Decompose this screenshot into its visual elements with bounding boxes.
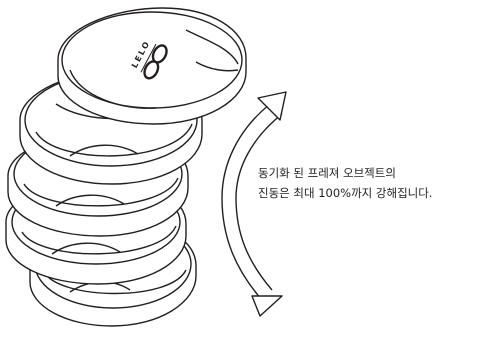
arrow-head-up bbox=[257, 91, 287, 121]
disc-1-top bbox=[57, 7, 247, 125]
logo-rule bbox=[140, 43, 157, 73]
infinity-logo-icon bbox=[143, 44, 168, 80]
caption-line-2: 진동은 최대 100%까지 강해집니다. bbox=[258, 186, 433, 200]
caption-line-1: 동기화 된 프레져 오브젝트의 bbox=[258, 166, 396, 180]
disc-stack bbox=[5, 7, 247, 327]
curved-double-arrow-icon bbox=[221, 91, 287, 317]
arrow-head-down bbox=[251, 295, 283, 317]
caption: 동기화 된 프레져 오브젝트의 진동은 최대 100%까지 강해집니다. bbox=[258, 163, 490, 203]
